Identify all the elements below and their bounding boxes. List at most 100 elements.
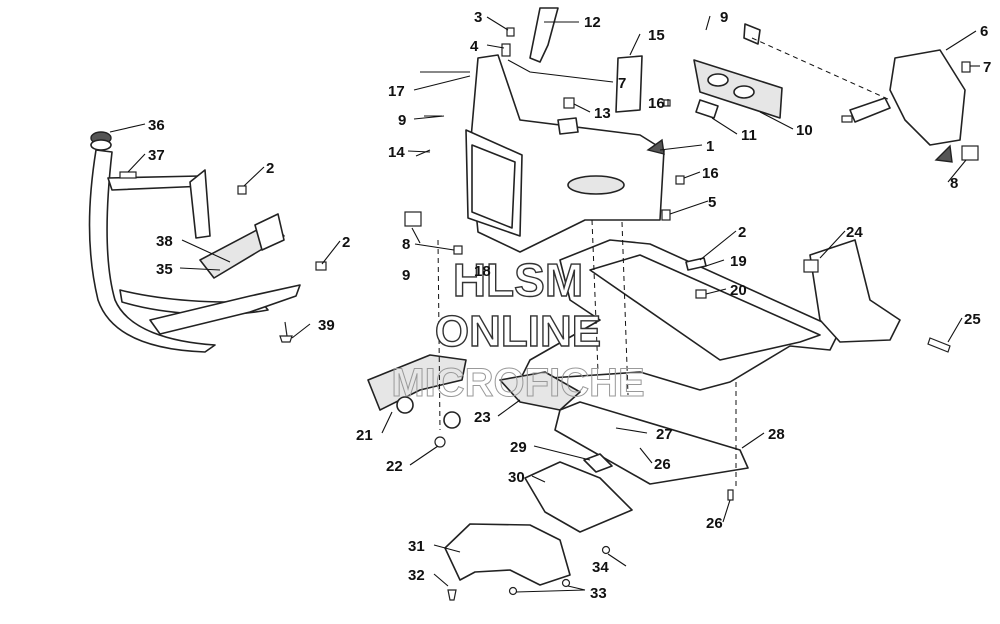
callout-16: 16 xyxy=(648,95,665,112)
watermark: HLSM ONLINE MICROFICHE xyxy=(391,253,645,405)
skid-plate-28 xyxy=(554,401,749,485)
callout-21: 21 xyxy=(356,427,373,444)
leader-23 xyxy=(497,399,521,417)
callout-7: 7 xyxy=(618,75,626,92)
nut-5 xyxy=(661,209,671,221)
skid-plate-31 xyxy=(444,523,571,586)
callout-12: 12 xyxy=(584,14,601,31)
leader-21 xyxy=(381,411,393,434)
callout-9: 9 xyxy=(720,9,728,26)
callout-2-nut: 2 xyxy=(342,234,350,251)
leader-32 xyxy=(433,573,449,587)
bumper-pad-8-right xyxy=(961,145,979,161)
bracket-11 xyxy=(695,99,719,119)
screw-3 xyxy=(506,27,515,37)
leader-38 xyxy=(181,239,231,263)
watermark-line-2: ONLINE xyxy=(435,307,601,356)
leader-9c xyxy=(414,243,455,251)
leader-34 xyxy=(607,553,627,567)
bolt-39 xyxy=(279,321,293,343)
callout-1: 1 xyxy=(706,138,714,155)
screw-26 xyxy=(727,489,734,501)
leader-14 xyxy=(407,150,431,153)
leader-2b xyxy=(321,240,341,265)
callout-22: 22 xyxy=(386,458,403,475)
leader-5 xyxy=(669,200,709,215)
frame-window-opening xyxy=(471,144,516,229)
leader-13 xyxy=(573,103,591,113)
callout-25: 25 xyxy=(964,311,981,328)
callout-36: 36 xyxy=(148,117,165,134)
leader-27 xyxy=(615,427,648,434)
leader-35 xyxy=(179,267,221,271)
callout-2-clip: 2 xyxy=(738,224,746,241)
bolt-7 xyxy=(563,97,575,109)
leader-10 xyxy=(759,111,794,130)
callout-28: 28 xyxy=(768,426,785,443)
leader-3 xyxy=(486,16,509,31)
callout-35: 35 xyxy=(156,261,173,278)
bolt-37 xyxy=(119,171,137,179)
callout-30: 30 xyxy=(508,469,525,486)
callout-15: 15 xyxy=(648,27,665,44)
module-15 xyxy=(615,55,643,113)
clip-16 xyxy=(675,175,685,185)
leader-4 xyxy=(486,44,505,49)
bracket-29 xyxy=(583,453,613,473)
rivet-14 xyxy=(415,149,431,157)
callout-8: 8 xyxy=(402,236,410,253)
leader-26a xyxy=(639,447,653,464)
callout-37: 37 xyxy=(148,147,165,164)
leader-17 xyxy=(413,75,471,91)
direction-arrow-left xyxy=(646,138,665,155)
bolt-4 xyxy=(501,43,511,57)
callout-20: 20 xyxy=(730,282,747,299)
chassis-frame-top xyxy=(589,254,821,361)
leader-26b xyxy=(722,499,731,523)
plate-10-hole-a xyxy=(707,73,729,87)
callout-27: 27 xyxy=(656,426,673,443)
bolt-33-left xyxy=(508,586,518,596)
watermark-line-1: HLSM xyxy=(453,254,583,306)
leader-9a xyxy=(705,15,711,31)
leader-16b xyxy=(683,171,701,179)
callout-32: 32 xyxy=(408,567,425,584)
watermark-line-3: MICROFICHE xyxy=(391,361,644,405)
callout-31: 31 xyxy=(408,538,425,555)
callout-9-lower: 9 xyxy=(402,267,410,284)
leader-22 xyxy=(409,445,439,466)
leader-20 xyxy=(705,288,727,295)
bumper-pad-8 xyxy=(404,211,422,227)
leader-7a xyxy=(507,59,614,83)
callout-6: 6 xyxy=(980,23,988,40)
leader-19 xyxy=(705,259,725,267)
callout-33: 33 xyxy=(590,585,607,602)
bracket-arm xyxy=(849,97,891,123)
plate-10-hole-b xyxy=(733,85,755,99)
main-chassis-frame xyxy=(367,239,951,448)
callout-17: 17 xyxy=(388,83,405,100)
bolt-32 xyxy=(447,589,457,601)
screw-18 xyxy=(453,245,463,255)
leader-11 xyxy=(711,117,738,135)
callout-24: 24 xyxy=(846,224,863,241)
nut-22 xyxy=(434,436,446,448)
skid-plate-30 xyxy=(524,461,633,533)
clip-16-top xyxy=(663,99,671,107)
callout-14: 14 xyxy=(388,144,405,161)
leader-6 xyxy=(945,30,977,51)
callout-39: 39 xyxy=(318,317,335,334)
callout-23: 23 xyxy=(474,409,491,426)
bumper-base-plate xyxy=(149,284,301,335)
callout-5: 5 xyxy=(708,194,716,211)
callout-16-lower: 16 xyxy=(702,165,719,182)
steering-opening xyxy=(567,175,625,195)
callout-38: 38 xyxy=(156,233,173,250)
leader-8b xyxy=(411,227,421,244)
leader-31 xyxy=(433,544,461,553)
bolt-20 xyxy=(695,289,707,299)
bolt-bracket xyxy=(841,115,853,123)
assembly-axis-line xyxy=(751,37,891,101)
